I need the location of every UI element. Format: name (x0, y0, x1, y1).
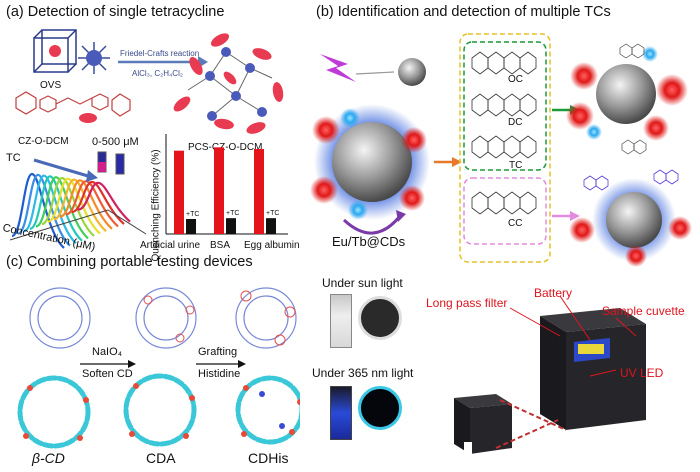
ovs-cube (33, 29, 77, 73)
bar-category-label: BSA (210, 240, 231, 251)
analyte-oc: OC (508, 74, 523, 85)
panel-a-graphic: OVS Friedel-Crafts reaction AlCl₃, C₂H₄C… (15, 29, 284, 153)
spectrum-curve (71, 180, 125, 225)
plus-tc-label: +TC (266, 210, 279, 217)
label-sample-cuvette: Sample cuvette (602, 304, 685, 318)
step1-reagent: NaIO₄ (92, 346, 123, 358)
bar-category-label: Artificial urine (140, 240, 201, 251)
bar-after-tc (266, 218, 276, 234)
product-label: PCS-CZ-O-DCM (188, 142, 262, 153)
polymer-network-icon (173, 33, 284, 134)
under-sun-label: Under sun light (322, 276, 403, 290)
seal-sun-photo (358, 296, 402, 340)
step1-label: Soften CD (82, 368, 133, 380)
step2-label-a: Grafting (198, 346, 238, 358)
bar-after-tc (186, 219, 196, 234)
panel-a-title: (a) Detection of single tetracycline (6, 4, 225, 20)
molecule-beta-cd: β-CD (32, 450, 65, 466)
spectrum-curve (17, 173, 71, 247)
under-uv-label: Under 365 nm light (312, 366, 414, 380)
monomer-label: CZ-O-DCM (18, 136, 69, 147)
light-particle-icon (398, 58, 426, 86)
reaction-conditions: AlCl₃, C₂H₄Cl₂ (132, 69, 183, 78)
bar-before-tc (214, 147, 224, 234)
spectrum-curve (77, 181, 131, 223)
panel-b-title: (b) Identification and detection of mult… (316, 4, 611, 20)
vial-after-icon (115, 153, 125, 175)
bar-after-tc (226, 218, 236, 234)
ovs-label: OVS (40, 80, 61, 91)
panel-b-graphic (310, 33, 692, 267)
spectrum-curve (23, 174, 77, 245)
label-uv-led: UV LED (620, 366, 664, 380)
vial-sun-photo (330, 294, 352, 348)
panel-c-title: (c) Combining portable testing devices (6, 254, 253, 270)
spectrum-curve (29, 175, 83, 242)
ovs-star-icon (78, 42, 110, 74)
range-label: 0-500 μM (92, 136, 139, 148)
label-long-pass-filter: Long pass filter (426, 296, 508, 310)
label-battery: Battery (534, 286, 573, 300)
plus-tc-label: +TC (226, 210, 239, 217)
spectrum-curve (11, 172, 65, 249)
quenching-bar-chart: +TC +TC +TC (165, 134, 288, 235)
probe-label: Eu/Tb@CDs (332, 234, 406, 249)
bar-category-label: Egg albumin (244, 240, 300, 251)
analyte-dc: DC (508, 117, 523, 128)
molecule-cdhis: CDHis (248, 450, 289, 466)
bar-before-tc (174, 150, 184, 234)
vial-uv-photo (330, 386, 352, 440)
product-probe-bottom (569, 169, 692, 267)
bar-before-tc (254, 149, 264, 234)
tc-label: TC (6, 152, 21, 164)
spectrum-curve (65, 180, 119, 228)
spectrum-curve (35, 176, 89, 240)
analyte-cc: CC (508, 218, 523, 229)
eu-tb-cd-probe (310, 104, 430, 235)
step2-label-b: Histidine (198, 368, 241, 380)
bar-group: +TC +TC +TC (174, 147, 279, 234)
product-probe-top (566, 43, 688, 155)
reaction-name: Friedel-Crafts reaction (120, 49, 199, 58)
panel-c-molecules (17, 287, 300, 449)
monomer-structure-icon (15, 91, 131, 117)
fluorescence-spectra (9, 151, 147, 249)
tetracycline-structures-icon (471, 51, 537, 215)
portable-device (454, 295, 646, 454)
analyte-tc: TC (509, 160, 523, 171)
lightning-icon (320, 54, 356, 82)
spectrum-curve (41, 176, 95, 237)
seal-uv-photo (358, 386, 402, 430)
plus-tc-label: +TC (186, 211, 199, 218)
molecule-cda: CDA (146, 450, 176, 466)
